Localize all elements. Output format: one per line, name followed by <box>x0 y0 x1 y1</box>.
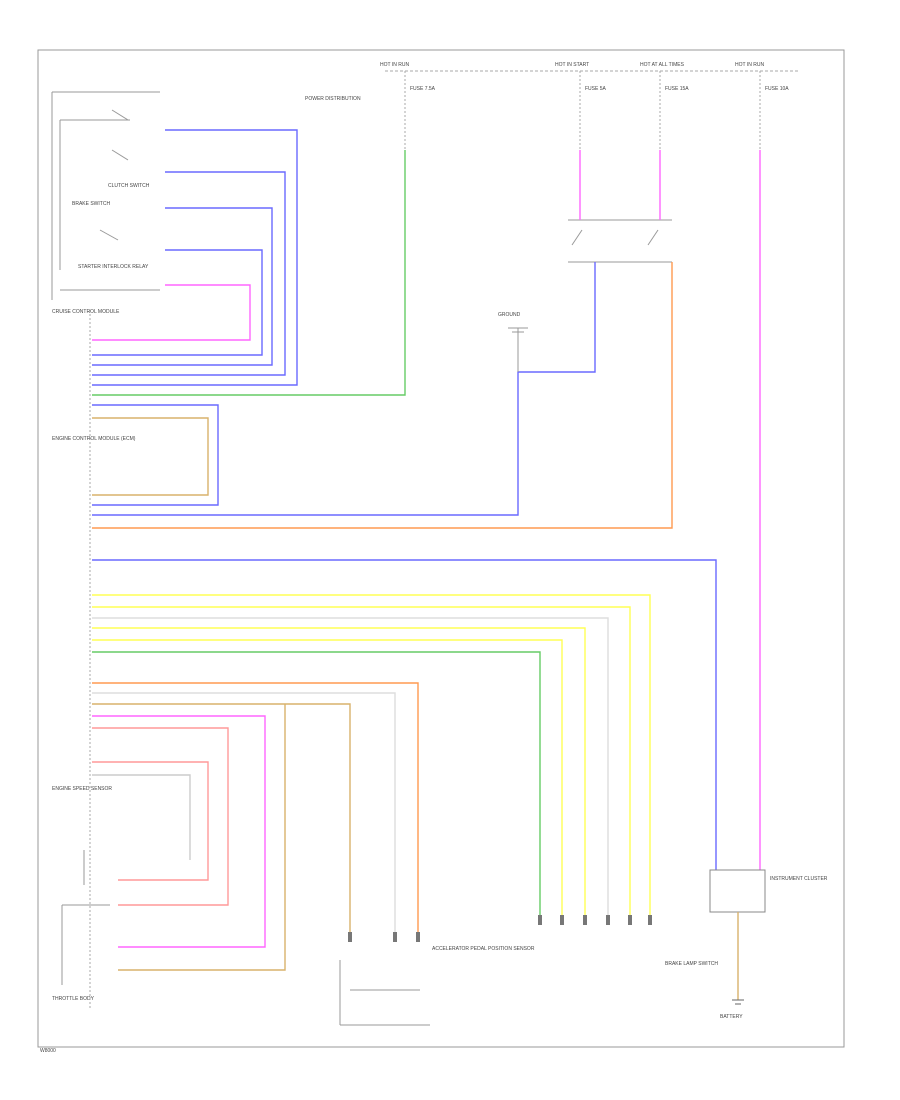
fuse-2: HOT IN START FUSE 5A <box>555 62 607 150</box>
brake-switch-label: BRAKE SWITCH <box>72 201 110 207</box>
fuse-2-amps: FUSE 5A <box>585 86 607 92</box>
fuse-1-amps: FUSE 7.5A <box>410 86 436 92</box>
battery-label: BATTERY <box>720 1014 743 1020</box>
connector-pins <box>348 915 652 942</box>
throttle-box <box>61 850 110 985</box>
fuse-4-amps: FUSE 10A <box>765 86 789 92</box>
fuse-1-label: HOT IN RUN <box>380 62 409 68</box>
pedal-box <box>339 960 430 1026</box>
diagram-frame <box>37 49 845 1048</box>
upper-wires <box>92 129 406 506</box>
fuse-3-amps: FUSE 15A <box>665 86 689 92</box>
cluster-wire <box>92 559 717 870</box>
fuse-3-label: HOT AT ALL TIMES <box>640 62 685 68</box>
footer-label: W8000 <box>40 1048 56 1054</box>
battery-symbol <box>732 999 744 1005</box>
starter-relay-label: STARTER INTERLOCK RELAY <box>78 264 149 270</box>
cruise-module-label: CRUISE CONTROL MODULE <box>52 309 120 315</box>
pedal-wires <box>92 594 651 920</box>
throttle-wires <box>92 682 419 971</box>
instrument-cluster-label: INSTRUMENT CLUSTER <box>770 876 828 882</box>
engine-sensor-label: ENGINE SPEED SENSOR <box>52 786 112 792</box>
ground-symbol <box>508 327 528 372</box>
ground-label: GROUND <box>498 312 521 318</box>
brake-lamp-label: BRAKE LAMP SWITCH <box>665 961 718 967</box>
relay-block <box>568 219 672 263</box>
fuse-note: POWER DISTRIBUTION <box>305 96 361 102</box>
cluster-box <box>709 869 766 913</box>
fuse-3: HOT AT ALL TIMES FUSE 15A <box>640 62 689 150</box>
fuse-1: HOT IN RUN FUSE 7.5A <box>380 62 436 150</box>
switch-block <box>51 91 160 300</box>
fuse-4-label: HOT IN RUN <box>735 62 764 68</box>
pedal-sensor-label: ACCELERATOR PEDAL POSITION SENSOR <box>432 946 535 952</box>
fuse-4: HOT IN RUN FUSE 10A <box>735 62 789 150</box>
fuse-2-label: HOT IN START <box>555 62 589 68</box>
ecm-label: ENGINE CONTROL MODULE (ECM) <box>52 436 136 442</box>
throttle-body-label: THROTTLE BODY <box>52 996 95 1002</box>
clutch-switch-label: CLUTCH SWITCH <box>108 183 150 189</box>
